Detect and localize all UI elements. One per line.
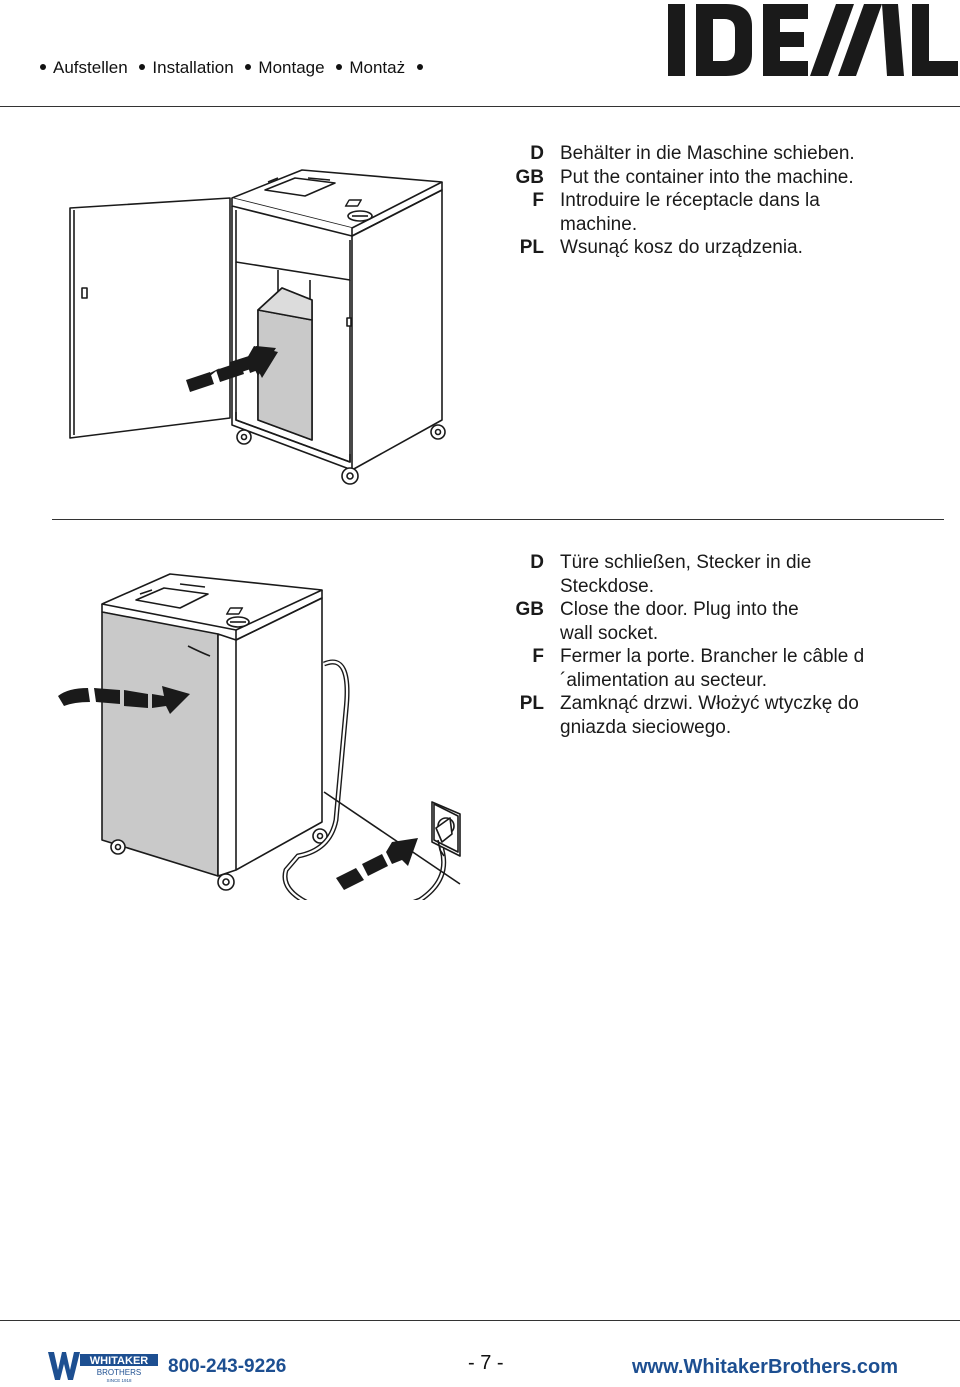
bullet-icon bbox=[245, 64, 252, 71]
instruction-text: Close the door. Plug into the wall socke… bbox=[560, 599, 799, 644]
lang-code: GB bbox=[515, 599, 545, 620]
section-nav: Aufstellen Installation Montage Montaż bbox=[40, 58, 430, 78]
header-divider bbox=[0, 106, 960, 107]
brand-bottom: BROTHERS bbox=[97, 1368, 141, 1377]
illustration-close-door-plug bbox=[101, 573, 461, 900]
instruction-insert-container: D Behälter in die Maschine schieben. GB Pu… bbox=[498, 142, 920, 260]
nav-item-montage: Montage bbox=[258, 58, 325, 77]
section-divider bbox=[52, 519, 944, 520]
bullet-icon bbox=[416, 64, 423, 71]
brand-top: WHITAKER bbox=[90, 1355, 149, 1367]
lang-code: D bbox=[530, 143, 544, 164]
lang-code: F bbox=[532, 646, 544, 667]
instruction-text: Behälter in die Maschine schieben. bbox=[560, 143, 855, 164]
illustration-insert-container bbox=[69, 169, 446, 485]
instruction-text: Türe schließen, Stecker in die Steckdose… bbox=[560, 552, 812, 597]
ideal-logo bbox=[668, 4, 958, 76]
lang-code: GB bbox=[515, 166, 545, 188]
instruction-close-door-plug: D Türe schließen, Stecker in die Steckdos… bbox=[498, 551, 910, 739]
bullet-icon bbox=[139, 64, 146, 71]
lang-code: D bbox=[530, 552, 544, 573]
nav-item-installation: Installation bbox=[152, 58, 234, 77]
instruction-text: Fermer la porte. Brancher le câble d´ali… bbox=[560, 646, 865, 691]
nav-item-aufstellen: Aufstellen bbox=[53, 58, 128, 77]
instruction-text: Put the container into the machine. bbox=[560, 166, 854, 188]
whitaker-brothers-logo: WHITAKER BROTHERS SINCE 1918 bbox=[48, 1352, 158, 1383]
instruction-text: Zamknąć drzwi. Włożyć wtyczkę do gniazda… bbox=[560, 693, 859, 738]
curved-arrow-icon bbox=[58, 686, 190, 714]
lang-code: PL bbox=[519, 237, 544, 258]
instruction-text: Introduire le réceptacle dans la machine… bbox=[560, 190, 820, 235]
plug-arrow-icon bbox=[336, 838, 418, 890]
lang-code: F bbox=[532, 190, 544, 211]
instruction-text: Wsunąć kosz do urządzenia. bbox=[560, 237, 803, 258]
push-right-arrow-icon bbox=[186, 346, 278, 392]
footer-divider bbox=[0, 1320, 960, 1321]
website-link[interactable]: www.WhitakerBrothers.com bbox=[632, 1356, 898, 1378]
bullet-icon bbox=[336, 64, 343, 71]
lang-code: PL bbox=[519, 693, 544, 714]
nav-item-montaz: Montaż bbox=[349, 58, 406, 77]
phone-number: 800-243-9226 bbox=[168, 1356, 287, 1377]
bullet-icon bbox=[40, 64, 46, 71]
page-number: - 7 - bbox=[468, 1352, 504, 1374]
brand-since: SINCE 1918 bbox=[106, 1378, 132, 1383]
